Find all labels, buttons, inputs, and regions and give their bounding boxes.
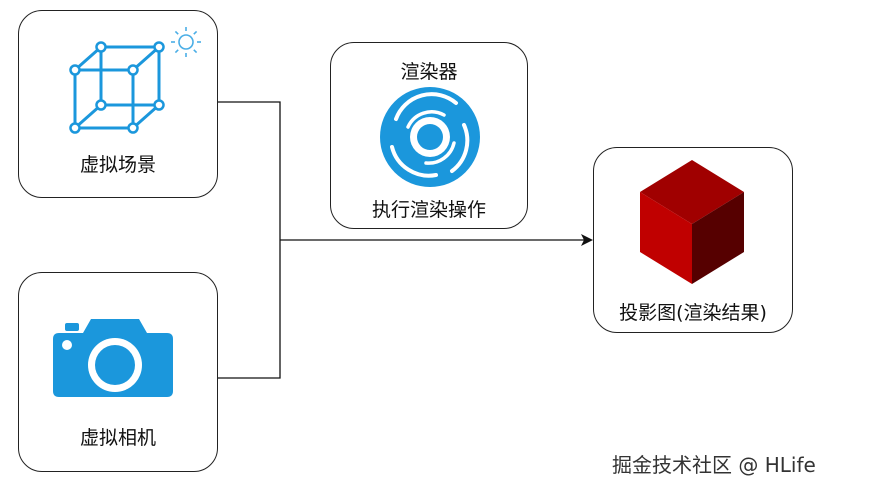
camera-connector xyxy=(218,240,281,379)
flow-arrowhead xyxy=(581,234,593,246)
renderer-title: 渲染器 xyxy=(400,61,458,83)
scene-connector xyxy=(218,101,281,240)
sun-icon xyxy=(171,27,201,57)
virtual-scene-node: 虚拟场景 xyxy=(18,10,218,198)
projection-output-node: 投影图(渲染结果) xyxy=(593,147,793,333)
swirl-lens-icon xyxy=(380,87,480,187)
render-operation-label: 执行渲染操作 xyxy=(371,199,486,221)
scene-label: 虚拟场景 xyxy=(79,154,156,176)
camera-icon xyxy=(53,319,173,397)
output-label: 投影图(渲染结果) xyxy=(619,302,767,324)
solid-cube-icon xyxy=(640,160,744,284)
watermark: 掘金技术社区 @ HLife xyxy=(612,453,816,477)
camera-label: 虚拟相机 xyxy=(79,427,156,449)
virtual-camera-node: 虚拟相机 xyxy=(18,272,218,472)
wireframe-cube-icon xyxy=(69,41,165,134)
renderer-node: 渲染器 执行渲染操作 xyxy=(330,42,528,229)
